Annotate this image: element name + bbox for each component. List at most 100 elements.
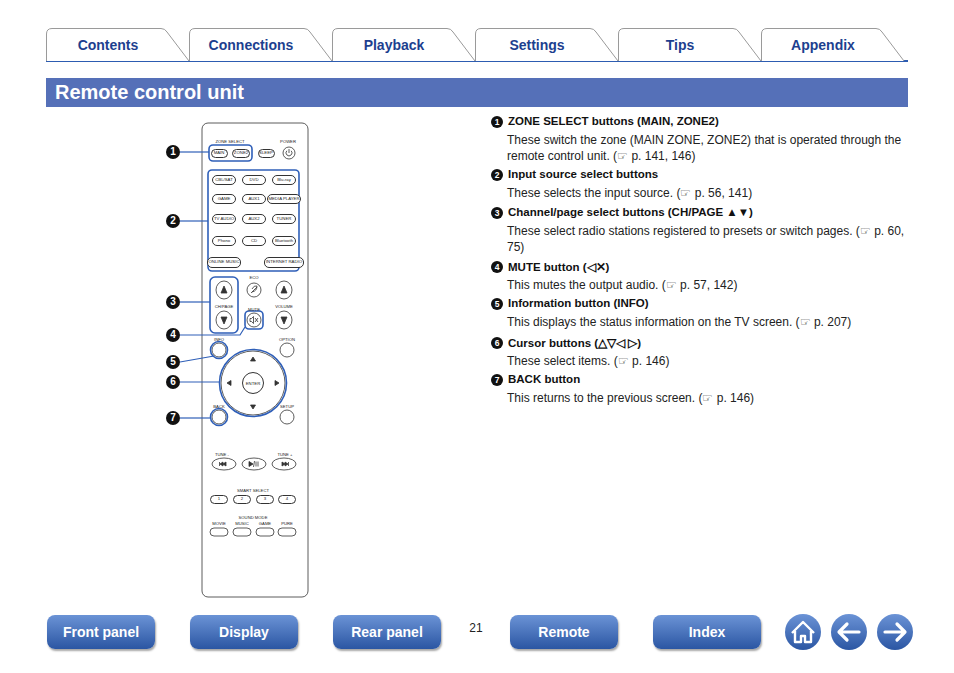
node-text: Phono bbox=[218, 239, 230, 243]
section-tab: Appendix bbox=[761, 28, 906, 61]
remote-button: Phono bbox=[212, 236, 236, 246]
item-description: This mutes the output audio. (☞ p. 57, 1… bbox=[507, 277, 911, 293]
node-text: Appendix bbox=[791, 37, 855, 53]
node-text: 2 bbox=[241, 497, 243, 501]
node-text: 1 bbox=[218, 497, 220, 501]
node-text: CBL/SAT bbox=[215, 178, 233, 182]
remote-label: ZONE SELECT bbox=[215, 140, 244, 144]
remote-button: ZONE2 bbox=[232, 149, 249, 158]
remote-label: TUNE + bbox=[277, 453, 292, 457]
remote-illustration bbox=[202, 123, 308, 597]
nav-icons bbox=[785, 614, 913, 650]
remote-label: POWER bbox=[280, 140, 296, 144]
callout-number: 6 bbox=[491, 337, 503, 349]
remote-button: 1 bbox=[210, 495, 228, 504]
node-text: MEDIA PLAYER bbox=[268, 197, 299, 201]
callout-number: 2 bbox=[491, 169, 503, 181]
node-text: Index bbox=[689, 624, 726, 640]
remote-button: CBL/SAT bbox=[212, 175, 236, 185]
node-text: 4 bbox=[286, 497, 288, 501]
node-text: TV AUDIO bbox=[214, 217, 234, 221]
node-text: ONLINE MUSIC bbox=[208, 260, 239, 264]
item-description: This returns to the previous screen. (☞ … bbox=[507, 390, 911, 406]
node-text: TUNER bbox=[277, 217, 292, 221]
page-number: 21 bbox=[469, 621, 482, 635]
remote-label: SMART SELECT bbox=[237, 489, 269, 493]
remote-button: MEDIA PLAYER bbox=[267, 194, 301, 204]
remote-button: INTERNET RADIO bbox=[264, 257, 303, 268]
node-text: Connections bbox=[209, 37, 294, 53]
node-text: Tips bbox=[666, 37, 695, 53]
node-text: Remote bbox=[538, 624, 589, 640]
item-heading: BACK button bbox=[508, 373, 580, 385]
callout-number: 7 bbox=[491, 374, 503, 386]
remote-label: SETUP bbox=[280, 405, 294, 409]
node-text: Rear panel bbox=[351, 624, 423, 640]
node-text: INTERNET RADIO bbox=[266, 260, 302, 264]
callout-number: 4 bbox=[166, 328, 180, 342]
node-text: Front panel bbox=[63, 624, 139, 640]
remote-button: GAME bbox=[212, 194, 236, 204]
item-heading: Information button (INFO) bbox=[508, 297, 649, 309]
node-text: 3 bbox=[264, 497, 266, 501]
section-tab: Tips bbox=[618, 28, 763, 61]
node-text: AUX1 bbox=[248, 197, 259, 201]
remote-label: VOLUME bbox=[275, 305, 293, 309]
section-tab: Connections bbox=[189, 28, 334, 61]
remote-label: CH/PAGE bbox=[215, 305, 234, 309]
remote-label: OPTION bbox=[279, 338, 295, 342]
nav-button: Display bbox=[190, 615, 298, 649]
callout-number: 3 bbox=[491, 207, 503, 219]
callout-number: 4 bbox=[491, 261, 503, 273]
callout-number: 5 bbox=[491, 298, 503, 310]
remote-label: MUSIC bbox=[235, 522, 249, 526]
node-text: AUX2 bbox=[248, 217, 259, 221]
item-heading: ZONE SELECT buttons (MAIN, ZONE2) bbox=[508, 115, 719, 127]
remote-button: 4 bbox=[278, 495, 296, 504]
remote-label: INFO bbox=[214, 338, 224, 342]
item-description: These select radio stations registered t… bbox=[507, 223, 911, 255]
node-text: DVD bbox=[249, 178, 258, 182]
remote-button: Bluetooth bbox=[272, 236, 296, 246]
node-text: CD bbox=[251, 239, 257, 243]
remote-button: AUX2 bbox=[242, 214, 266, 224]
remote-label: ECO bbox=[249, 276, 258, 280]
node-text: ENTER bbox=[246, 381, 261, 386]
callout-number: 1 bbox=[491, 116, 503, 128]
item-description: This displays the status information on … bbox=[507, 314, 911, 330]
nav-button: Rear panel bbox=[333, 615, 441, 649]
node-text: Settings bbox=[509, 37, 564, 53]
remote-label: GAME bbox=[259, 522, 271, 526]
node-text: MAIN bbox=[214, 151, 225, 155]
remote-button: DVD bbox=[242, 175, 266, 185]
item-heading: MUTE button (◁✕) bbox=[508, 260, 609, 274]
section-tab: Settings bbox=[475, 28, 620, 61]
nav-button: Remote bbox=[510, 615, 618, 649]
callout-number: 5 bbox=[166, 355, 180, 369]
remote-button: CD bbox=[242, 236, 266, 246]
node-text: Display bbox=[219, 624, 269, 640]
leader-lines bbox=[180, 152, 245, 418]
remote-label: MOVIE bbox=[212, 522, 226, 526]
remote-label: PURE bbox=[281, 522, 293, 526]
callout-number: 3 bbox=[166, 295, 180, 309]
remote-button: TV AUDIO bbox=[212, 214, 236, 224]
remote-button: TUNER bbox=[272, 214, 296, 224]
callout-number: 2 bbox=[166, 214, 180, 228]
remote-button: 3 bbox=[256, 495, 274, 504]
remote-label: BACK bbox=[213, 405, 224, 409]
node-text: GAME bbox=[218, 197, 231, 201]
item-heading: Channel/page select buttons (CH/PAGE ▲▼) bbox=[508, 206, 753, 218]
remote-label: MUTE bbox=[248, 308, 260, 312]
page-title: Remote control unit bbox=[55, 79, 244, 105]
enter-button: ENTER bbox=[242, 372, 264, 394]
callout-number: 7 bbox=[166, 411, 180, 425]
node-text: Blu-ray bbox=[277, 178, 291, 182]
item-heading: Input source select buttons bbox=[508, 168, 658, 180]
callout-number: 1 bbox=[166, 145, 180, 159]
remote-button: 2 bbox=[233, 495, 251, 504]
item-description: These selects the input source. (☞ p. 56… bbox=[507, 185, 911, 201]
remote-button: ONLINE MUSIC bbox=[207, 257, 241, 268]
remote-button: SLEEP bbox=[258, 149, 275, 158]
